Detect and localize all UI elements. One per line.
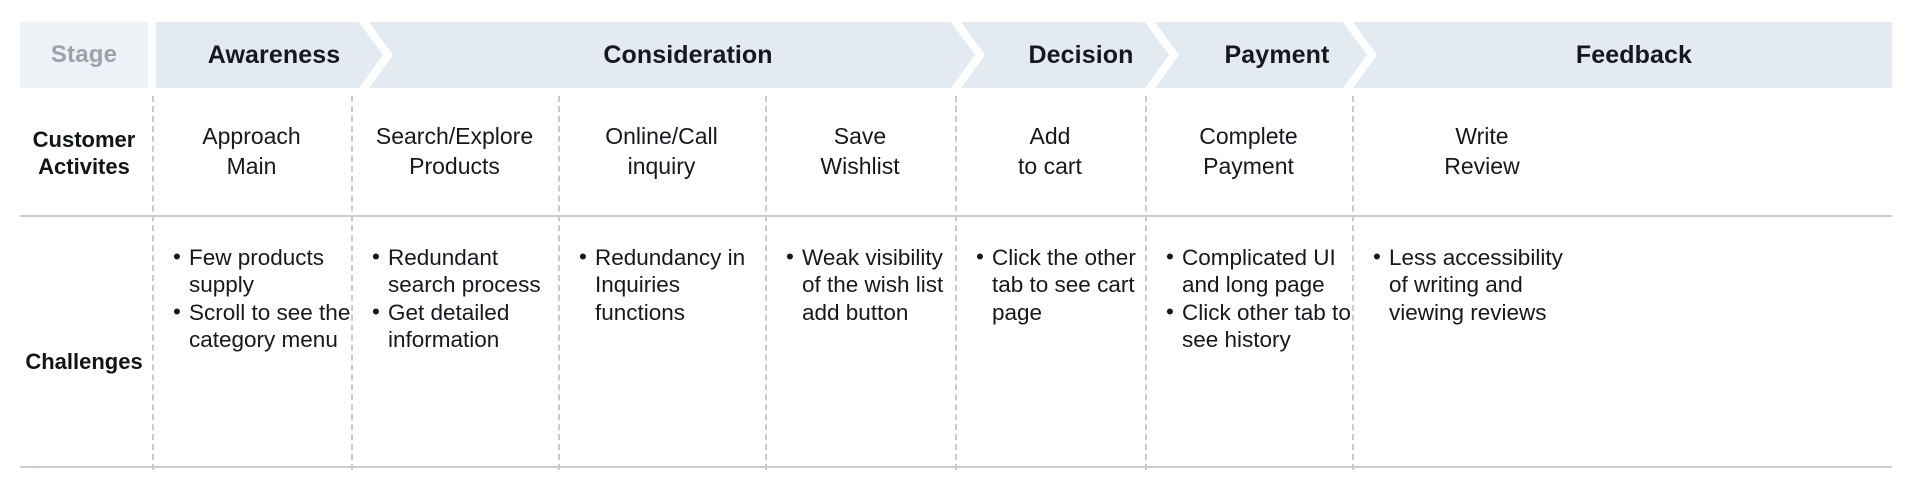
challenges-cell-write-review: •Less accessibility of writing and viewi… [1372,244,1587,434]
activity-text: Save Wishlist [820,123,900,179]
challenge-item: •Complicated UI and long page [1166,244,1336,298]
bullet-icon: • [372,244,380,269]
stage-header-row: Stage Awareness Consideration Decision P… [20,22,1892,88]
challenges-list: •Less accessibility of writing and viewi… [1372,244,1587,326]
activity-text: Add to cart [1018,123,1082,179]
challenges-cell-add-to-cart: •Click the other tab to see cart page [975,244,1147,434]
challenges-cell-complete-payment: •Complicated UI and long page•Click othe… [1165,244,1355,434]
chevron-right-icon [359,22,393,88]
chevron-right-icon [1145,22,1179,88]
activity-cell-write-review: Write Review [1352,122,1612,202]
activity-cell-approach-main: Approach Main [152,122,351,202]
column-divider [152,96,154,470]
bullet-icon: • [579,244,587,269]
column-divider [1145,96,1147,470]
activity-text: Search/Explore Products [375,123,534,179]
challenge-item: •Weak visibility of the wish list add bu… [786,244,944,325]
activity-text: Approach Main [202,123,301,179]
challenges-list: •Click the other tab to see cart page [975,244,1147,326]
bottom-rule [20,466,1892,468]
stage-label-decision: Decision [1028,40,1134,69]
activity-cell-add-to-cart: Add to cart [955,122,1145,202]
customer-journey-map: Stage Awareness Consideration Decision P… [20,0,1892,500]
row-separator-rule [20,215,1892,217]
chevron-right-icon [1343,22,1377,88]
activity-text: Write Review [1444,123,1520,179]
challenges-list: •Complicated UI and long page•Click othe… [1165,244,1355,354]
challenge-item: •Scroll to see the category menu [173,298,351,353]
challenges-list: •Redundant search process•Get detailed i… [371,244,559,354]
challenge-item: •Redundant search process [372,244,541,298]
bullet-icon: • [173,298,181,324]
bullet-icon: • [372,298,380,324]
challenges-cell-save-wishlist: •Weak visibility of the wish list add bu… [785,244,957,434]
bullet-icon: • [1166,298,1174,324]
challenges-list: •Weak visibility of the wish list add bu… [785,244,957,326]
activities-row-label: Customer Activites [32,127,136,179]
column-divider [1352,96,1354,470]
stage-label-feedback: Feedback [1575,40,1693,69]
stage-label-payment: Payment [1224,40,1330,69]
challenges-row-label: Challenges [25,349,143,374]
bullet-icon: • [1373,244,1381,269]
bullet-icon: • [786,244,794,269]
column-divider [351,96,353,470]
column-divider [558,96,560,470]
stage-label-consideration: Consideration [603,40,773,69]
challenges-cell-awareness: •Few products supply•Scroll to see the c… [172,244,352,434]
chevron-right-icon [951,22,985,88]
activity-cell-complete-payment: Complete Payment [1145,122,1352,202]
challenge-item: •Few products supply [173,244,325,298]
stage-bar-consideration[interactable]: Consideration [392,22,985,88]
stage-label-awareness: Awareness [207,40,341,69]
column-divider [765,96,767,470]
activity-text: Complete Payment [1199,123,1298,179]
challenge-item: •Less accessibility of writing and viewi… [1373,244,1563,325]
challenges-cell-online-call-inquiry: •Redundancy in Inquiries functions [578,244,766,434]
activity-cell-search-explore-products: Search/Explore Products [351,122,558,202]
challenge-item: •Click the other tab to see cart page [976,244,1136,325]
stage-bar-decision[interactable]: Decision [984,22,1179,88]
stage-row-label-cell: Stage [20,22,148,88]
stage-bar-feedback[interactable]: Feedback [1376,22,1892,88]
challenges-cell-search-explore: •Redundant search process•Get detailed i… [371,244,559,434]
activity-cell-save-wishlist: Save Wishlist [765,122,955,202]
bullet-icon: • [1166,244,1174,269]
challenge-item: •Click other tab to see history [1166,298,1351,353]
stage-row-label: Stage [50,41,118,68]
challenge-item: •Get detailed information [372,298,510,353]
activity-cell-online-call-inquiry: Online/Call inquiry [558,122,765,202]
stage-bar-payment[interactable]: Payment [1178,22,1377,88]
column-divider [955,96,957,470]
challenges-list: •Few products supply•Scroll to see the c… [172,244,352,354]
challenges-list: •Redundancy in Inquiries functions [578,244,766,326]
challenge-item: •Redundancy in Inquiries functions [579,244,746,325]
bullet-icon: • [976,244,984,269]
bullet-icon: • [173,244,181,269]
stage-bar-awareness[interactable]: Awareness [156,22,393,88]
activity-text: Online/Call inquiry [605,123,718,179]
